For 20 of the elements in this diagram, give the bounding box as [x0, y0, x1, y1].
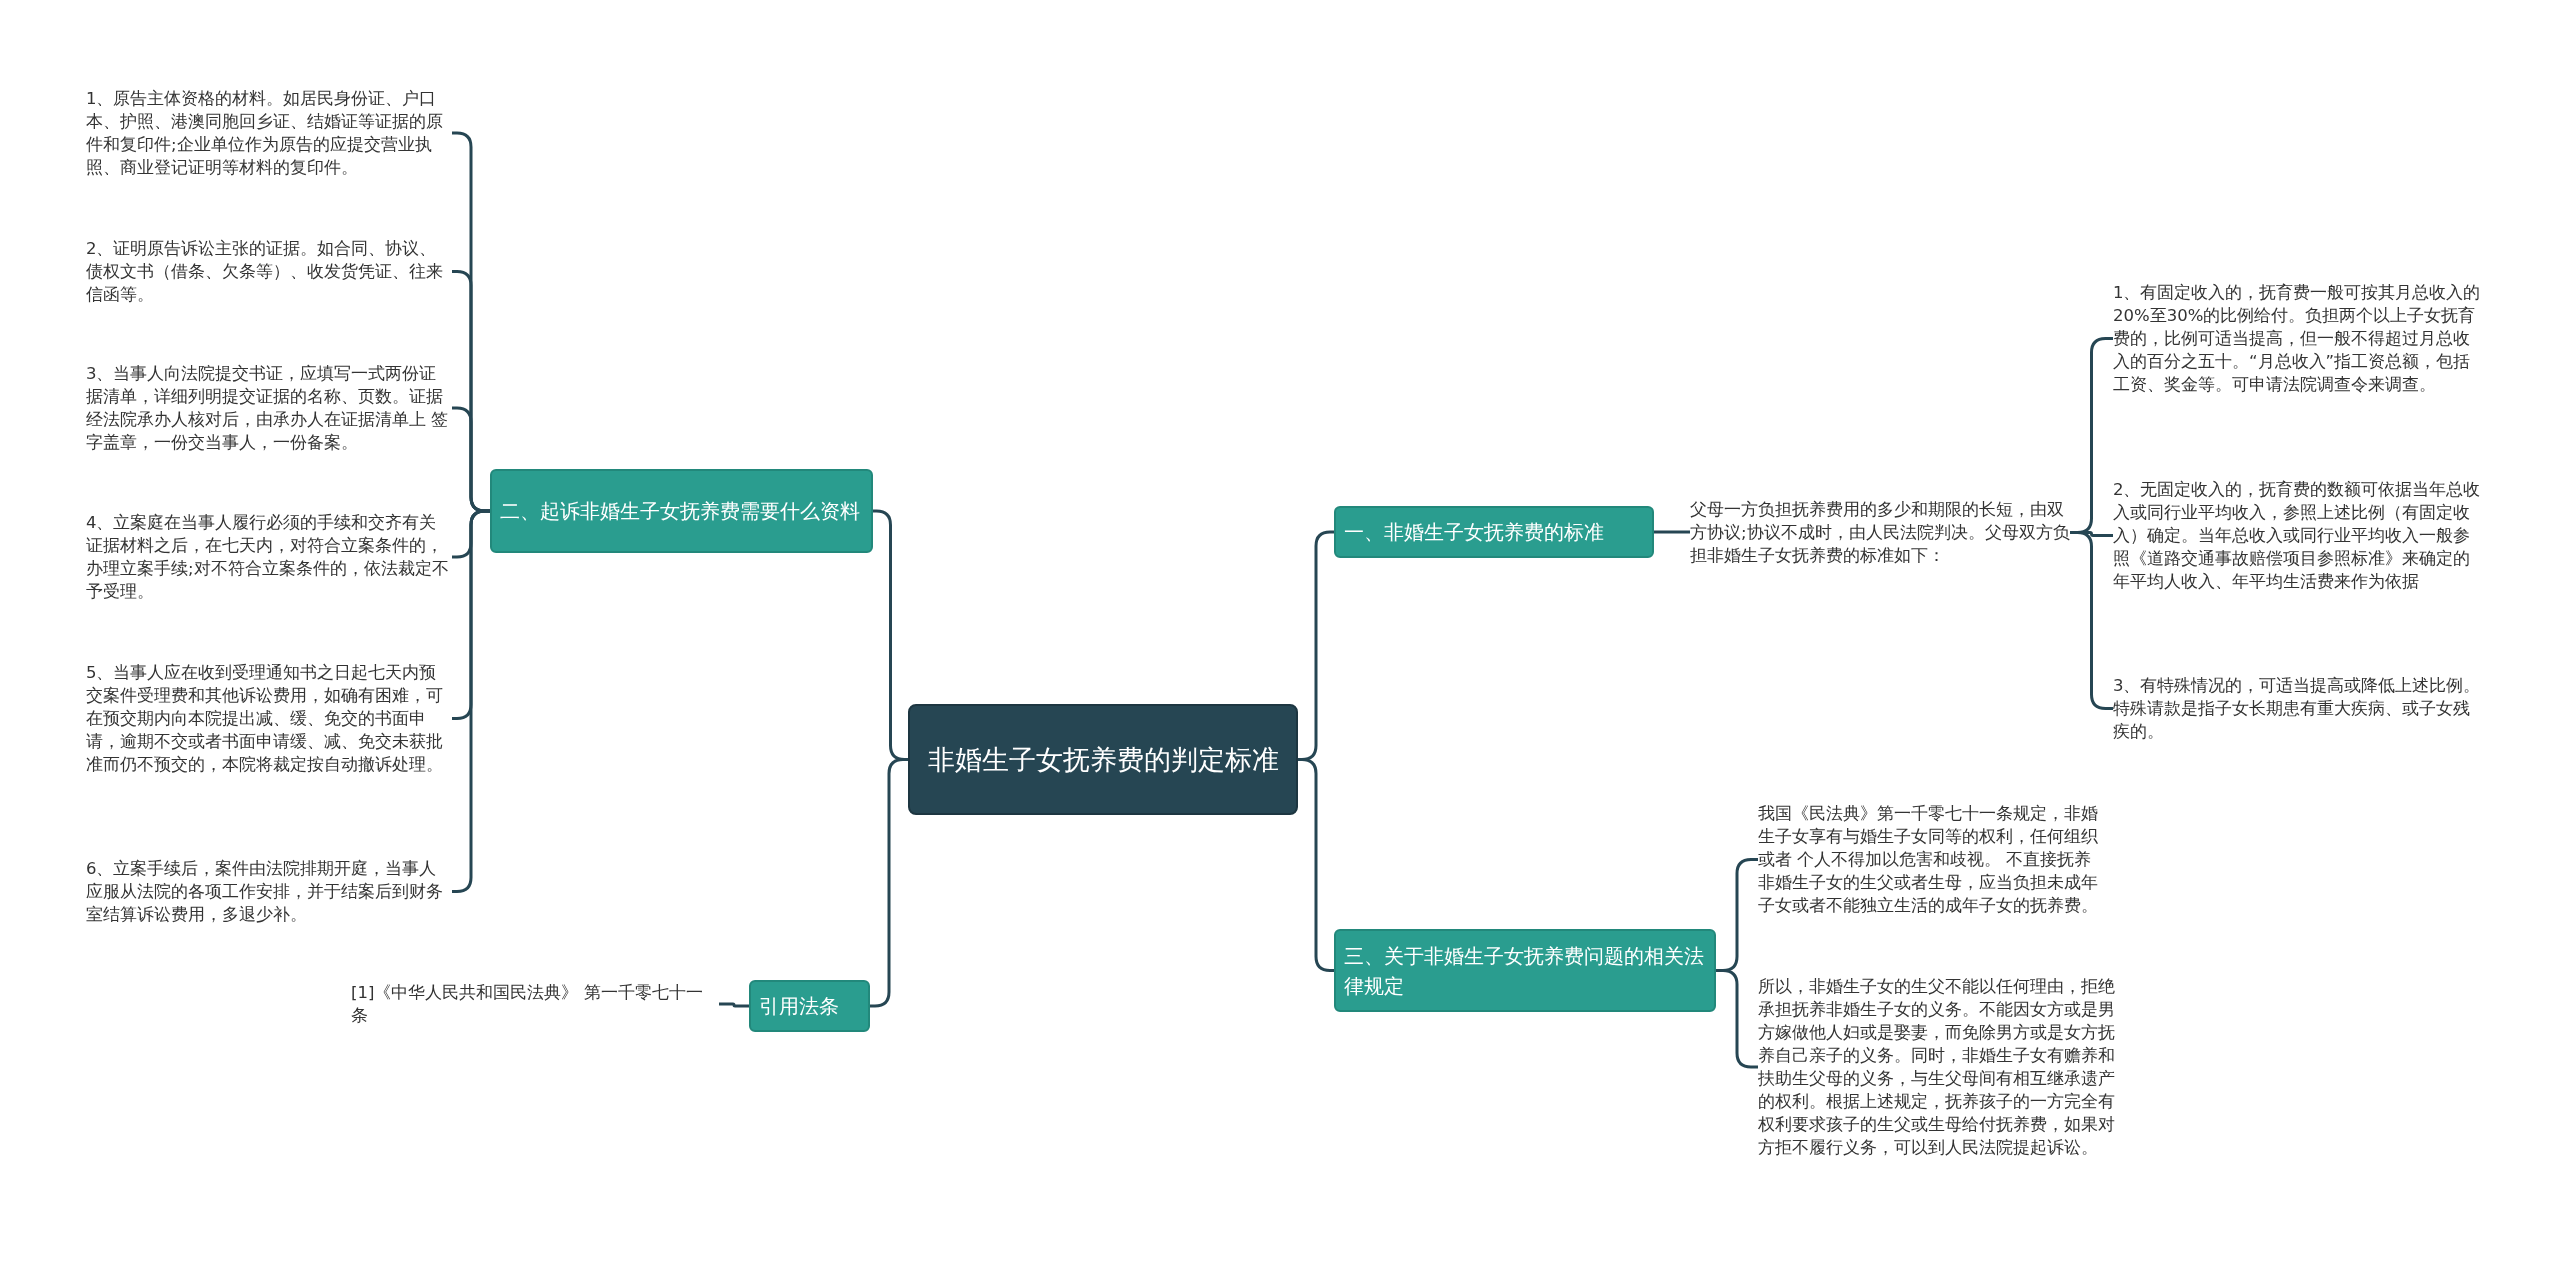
- note-text: 3、当事人向法院提交书证，应填写一式两份证据清单，详细列明提交证据的名称、页数。证据经法院承办人核对后，由承办人在证据清单上 签字盖章，一份交当事人，一份备案。: [86, 362, 452, 454]
- note-text: 1、原告主体资格的材料。如居民身份证、户口本、护照、港澳同胞回乡证、结婚证等证据的原件和复印件;企业单位作为原告的应提交营业执照、商业登记证明等材料的复印件。: [86, 87, 452, 179]
- note-text: [1]《中华人民共和国民法典》 第一千零七十一条: [351, 981, 719, 1027]
- note-text: 2、无固定收入的，抚育费的数额可依据当年总收入或同行业平均收入，参照上述比例（有固定收入）确定。当年总收入或同行业平均收入一般参照《道路交通事故赔偿项目参照标准》来确定的年平均人收入、年平均生活费来作为依据: [2113, 478, 2485, 593]
- note-text: 父母一方负担抚养费用的多少和期限的长短，由双方协议;协议不成时，由人民法院判决。父母双方负担非婚生子女抚养费的标准如下：: [1690, 498, 2070, 567]
- note-text: 1、有固定收入的，抚育费一般可按其月总收入的20%至30%的比例给付。负担两个以上子女抚育费的，比例可适当提高，但一般不得超过月总收入的百分之五十。“月总收入”指工资总额，包括工资、奖金等。可申请法院调查令来调查。: [2113, 281, 2485, 396]
- central-topic-box: 非婚生子女抚养费的判定标准: [908, 704, 1298, 815]
- note-text: 所以，非婚生子女的生父不能以任何理由，拒绝承担抚养非婚生子女的义务。不能因女方或是男方嫁做他人妇或是娶妻，而免除男方或是女方抚养自己亲子的义务。同时，非婚生子女有赡养和扶助生父母的义务，与生父母间有相互继承遗产的权利。根据上述规定，抚养孩子的一方完全有权利要求孩子的生父或生母给付抚养费，如果对方拒不履行义务，可以到人民法院提起诉讼。: [1758, 975, 2130, 1159]
- note-text: 5、当事人应在收到受理通知书之日起七天内预交案件受理费和其他诉讼费用，如确有困难，可在预交期内向本院提出减、缓、免交的书面申请，逾期不交或者书面申请缓、减、免交未获批准而仍不预交的，本院将裁定按自动撤诉处理。: [86, 661, 452, 776]
- note-text: 2、证明原告诉讼主张的证据。如合同、协议、债权文书（借条、欠条等）、收发货凭证、往来信函等。: [86, 237, 452, 306]
- topic-box: 引用法条: [749, 980, 870, 1032]
- note-text: 4、立案庭在当事人履行必须的手续和交齐有关证据材料之后，在七天内，对符合立案条件的，办理立案手续;对不符合立案条件的，依法裁定不予受理。: [86, 511, 452, 603]
- topic-box: 三、关于非婚生子女抚养费问题的相关法律规定: [1334, 929, 1716, 1012]
- connector-line: [719, 1002, 749, 1008]
- note-text: 我国《民法典》第一千零七十一条规定，非婚生子女享有与婚生子女同等的权利，任何组织或者 个人不得加以危害和歧视。 不直接抚养非婚生子女的生父或者生母，应当负担未成年子女或者不能独立生活的成年子女的抚养费。: [1758, 802, 2098, 917]
- note-text: 3、有特殊情况的，可适当提高或降低上述比例。特殊请款是指子女长期患有重大疾病、或子女残疾的。: [2113, 674, 2485, 743]
- connector-line: [1654, 530, 1690, 534]
- note-text: 6、立案手续后，案件由法院排期开庭，当事人应服从法院的各项工作安排，并于结案后到财务室结算诉讼费用，多退少补。: [86, 857, 452, 926]
- topic-box: 二、起诉非婚生子女抚养费需要什么资料: [490, 469, 873, 553]
- topic-box: 一、非婚生子女抚养费的标准: [1334, 506, 1654, 558]
